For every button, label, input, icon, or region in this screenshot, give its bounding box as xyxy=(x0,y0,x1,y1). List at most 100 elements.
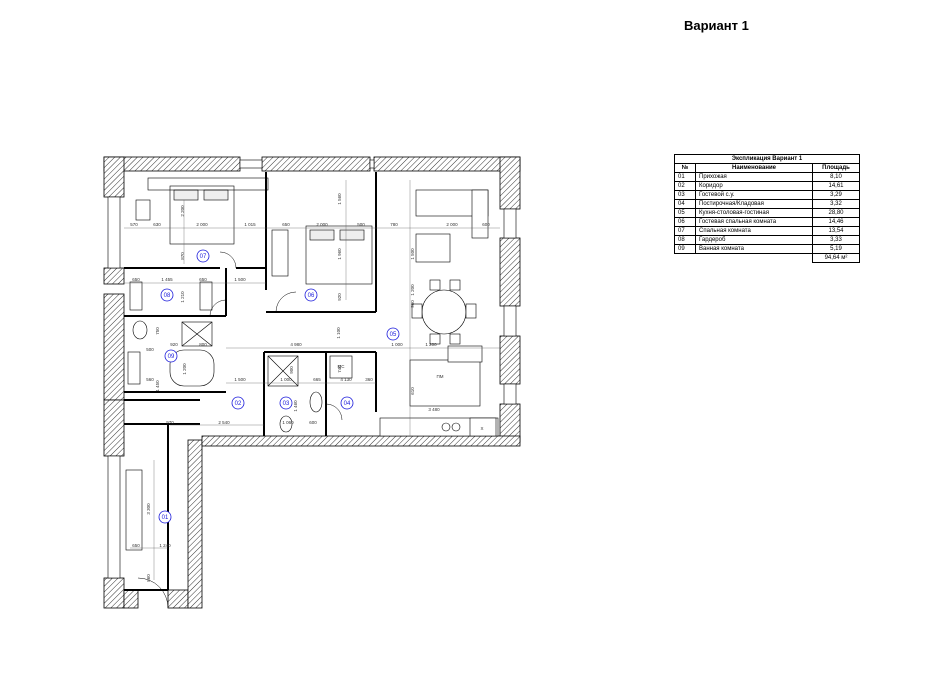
explication-caption: Экспликация Вариант 1 xyxy=(674,154,860,164)
header-number: № xyxy=(674,163,696,173)
row-name: Гостевая спальная комната xyxy=(695,217,813,227)
interior-walls xyxy=(124,172,377,591)
room-marker-label: 08 xyxy=(164,293,171,299)
dimension-label: 740 xyxy=(337,365,342,373)
dimension-label: 1 560 xyxy=(337,193,342,205)
row-number: 03 xyxy=(674,190,696,200)
row-name: Коридор xyxy=(695,181,813,191)
row-number: 04 xyxy=(674,199,696,209)
room-marker-circle xyxy=(340,396,354,410)
exterior-walls xyxy=(103,156,521,609)
dimension-label: 665 xyxy=(313,377,321,382)
kitchen-counter xyxy=(379,417,499,437)
row-name: Ванная комната xyxy=(695,244,813,254)
dimension-label: 3 300 xyxy=(146,503,151,515)
row-area: 13,54 xyxy=(812,226,860,236)
row-name: Спальная комната xyxy=(695,226,813,236)
row-number: 02 xyxy=(674,181,696,191)
room-marker-label: 09 xyxy=(168,354,175,360)
dimension-label: 1 210 xyxy=(180,291,185,303)
washer-label: МС xyxy=(338,364,346,369)
row-number: 05 xyxy=(674,208,696,218)
sink-guest xyxy=(309,391,323,413)
dimension-label: 1 450 xyxy=(155,380,160,392)
row-area: 3,32 xyxy=(812,199,860,209)
dimension-label: 630 xyxy=(153,222,161,227)
room-marker-circle xyxy=(160,288,174,302)
room-marker-label: 01 xyxy=(162,515,169,521)
row-area: 28,80 xyxy=(812,208,860,218)
dimension-label: 1 500 xyxy=(410,248,415,260)
hall-wardrobe xyxy=(125,469,143,551)
dimension-label: 1 960 xyxy=(337,248,342,260)
dimension-label: 1 000 xyxy=(280,377,292,382)
room-marker-label: 05 xyxy=(390,332,397,338)
dimension-lines xyxy=(124,180,500,580)
row-area: 3,33 xyxy=(812,235,860,245)
dimension-label: 600 xyxy=(482,222,490,227)
row-number: 07 xyxy=(674,226,696,236)
room-marker-circle xyxy=(158,510,172,524)
kitchen-island xyxy=(409,359,481,407)
dimension-label: 1 500 xyxy=(234,277,246,282)
dimension-label: 1 060 xyxy=(282,420,294,425)
dimension-label: 560 xyxy=(146,377,154,382)
room-marker-circle xyxy=(304,288,318,302)
dimension-label: 900 xyxy=(289,366,294,374)
dimension-label: 750 xyxy=(155,327,160,335)
row-name: Прихожая xyxy=(695,172,813,182)
washer xyxy=(329,355,353,379)
row-area: 3,29 xyxy=(812,190,860,200)
dimension-label: 4 130 xyxy=(340,377,352,382)
row-name: Постирочная/Кладовая xyxy=(695,199,813,209)
row-number: 06 xyxy=(674,217,696,227)
room-marker-circle xyxy=(196,249,210,263)
dimension-label: 1 500 xyxy=(234,377,246,382)
room-marker-circle xyxy=(231,396,245,410)
dimension-label: 1 460 xyxy=(293,400,298,412)
dimension-label: 960 xyxy=(410,300,415,308)
dimension-label: 1 015 xyxy=(244,222,256,227)
doors xyxy=(137,251,343,609)
dimension-label: 860 xyxy=(146,574,151,582)
dimension-label: 3 480 xyxy=(428,407,440,412)
row-area: 5,19 xyxy=(812,244,860,254)
dimension-label: 2 540 xyxy=(218,420,230,425)
dimension-label: 650 xyxy=(199,277,207,282)
header-name: Наименование xyxy=(695,163,813,173)
row-area: 8,10 xyxy=(812,172,860,182)
dimension-label: 1 455 xyxy=(161,277,173,282)
dimension-label: 2 000 xyxy=(446,222,458,227)
room-marker-label: 04 xyxy=(344,401,351,407)
toilet-guest xyxy=(279,415,293,433)
dimension-label: 870 xyxy=(180,252,185,260)
dimension-label: 500 xyxy=(357,222,365,227)
dimension-label: 1 200 xyxy=(425,342,437,347)
dimension-label: 570 xyxy=(130,222,138,227)
header-area: Площадь xyxy=(812,163,860,173)
windows xyxy=(107,159,517,579)
dimension-label: 360 xyxy=(365,377,373,382)
dimension-label: 920 xyxy=(170,342,178,347)
armchair xyxy=(415,233,451,263)
dimension-label: 600 xyxy=(309,420,317,425)
row-number: 01 xyxy=(674,172,696,182)
page-title: Вариант 1 xyxy=(684,18,749,33)
dimension-label: 650 xyxy=(282,222,290,227)
wardrobe-master xyxy=(135,199,151,221)
dimension-label: 2 000 xyxy=(316,222,328,227)
dimension-label: 1 000 xyxy=(391,342,403,347)
dimension-label: 780 xyxy=(390,222,398,227)
dimension-label: 610 xyxy=(410,387,415,395)
fridge-label: Х xyxy=(480,426,483,431)
